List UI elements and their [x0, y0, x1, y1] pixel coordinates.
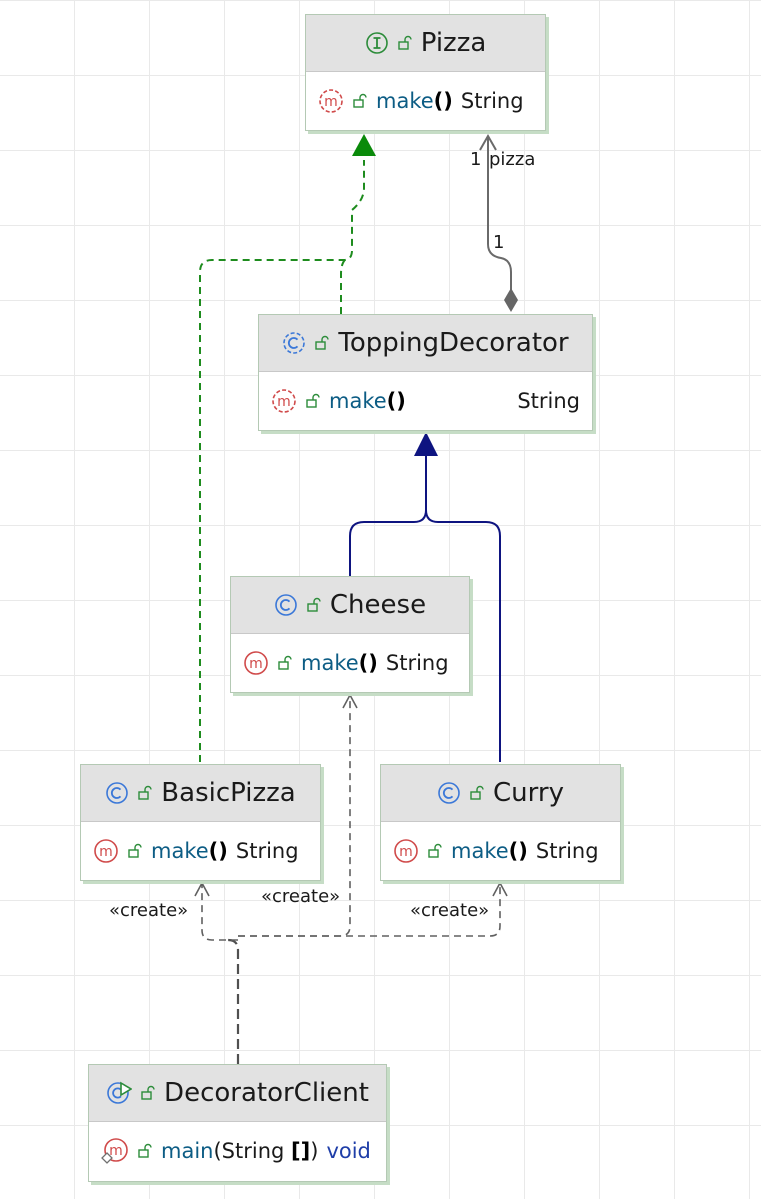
method-return-type: void [326, 1139, 371, 1163]
class-name: ToppingDecorator [338, 328, 569, 358]
method-name: main [161, 1139, 214, 1163]
method-row-make[interactable]: m make() String [259, 372, 592, 430]
class-header: ToppingDecorator [259, 315, 592, 372]
class-name: Cheese [329, 590, 427, 620]
class-box-cheese[interactable]: Cheese m make() String [230, 576, 470, 693]
method-params-open: (String [213, 1139, 292, 1163]
generalization-cheese-toppingdecorator [349, 456, 427, 576]
generalization-arrowhead [414, 432, 438, 456]
method-params-close: ) [310, 1139, 319, 1163]
dependency-arrowhead-basicpizza [194, 881, 210, 897]
public-visibility-icon [469, 785, 485, 801]
svg-text:m: m [277, 394, 291, 410]
public-visibility-icon [397, 35, 413, 51]
composition-open-arrowhead [479, 133, 497, 151]
method-return-type: String [460, 89, 524, 113]
class-header: DecoratorClient [89, 1065, 386, 1122]
realization-arrowhead [352, 134, 376, 156]
static-method-icon: m [101, 1137, 129, 1165]
class-name: Pizza [420, 28, 487, 58]
abstract-class-icon [282, 331, 306, 355]
public-visibility-icon [306, 597, 322, 613]
method-params: () [208, 839, 228, 863]
method-row-main[interactable]: m main(String []) void [89, 1122, 386, 1180]
svg-text:m: m [249, 656, 263, 672]
class-name: DecoratorClient [164, 1078, 369, 1108]
method-row-make[interactable]: m make() String [81, 822, 320, 880]
method-params: () [508, 839, 528, 863]
runnable-class-icon [106, 1080, 133, 1106]
class-header: BasicPizza [81, 765, 320, 822]
method-return-type: String [385, 651, 449, 675]
generalization-curry-toppingdecorator [425, 509, 501, 762]
composition-line [487, 136, 512, 290]
method-row-make[interactable]: m make() String [231, 634, 469, 692]
class-header: Curry [381, 765, 620, 822]
method-params-bracket: [] [291, 1139, 311, 1163]
dependency-trunk [227, 938, 240, 1064]
method-row-make[interactable]: m make() String [381, 822, 620, 880]
class-icon [274, 593, 298, 617]
method-params: () [386, 389, 406, 413]
abstract-method-icon: m [318, 88, 344, 114]
public-visibility-icon [277, 655, 293, 671]
composition-target-role: pizza [489, 149, 536, 170]
class-box-decoratorclient[interactable]: DecoratorClient m main(String []) void [88, 1064, 387, 1182]
dependency-client-curry [238, 884, 501, 937]
dependency-arrowhead-curry [492, 881, 508, 897]
dependency-client-basicpizza [201, 884, 238, 941]
public-visibility-icon [127, 843, 143, 859]
class-box-curry[interactable]: Curry m make() String [380, 764, 621, 881]
class-box-basicpizza[interactable]: BasicPizza m make() String [80, 764, 321, 881]
create-label-basicpizza: «create» [109, 900, 189, 921]
create-label-curry: «create» [410, 900, 490, 921]
public-visibility-icon [137, 785, 153, 801]
public-visibility-icon [314, 335, 330, 351]
method-icon: m [243, 650, 269, 676]
create-label-cheese: «create» [261, 886, 341, 907]
composition-diamond [504, 288, 518, 312]
method-name: make [376, 89, 434, 113]
svg-text:m: m [109, 1143, 123, 1159]
class-icon [437, 781, 461, 805]
class-header: Pizza [306, 15, 545, 72]
composition-source-multiplicity: 1 [493, 232, 505, 253]
public-visibility-icon [352, 93, 368, 109]
dependency-arrowhead-cheese [342, 693, 358, 709]
public-visibility-icon [427, 843, 443, 859]
method-params: () [433, 89, 453, 113]
method-return-type: String [235, 839, 299, 863]
method-row-make[interactable]: m make() String [306, 72, 545, 130]
method-name: make [329, 389, 387, 413]
svg-text:m: m [399, 844, 413, 860]
public-visibility-icon [137, 1143, 153, 1159]
method-name: make [451, 839, 509, 863]
class-header: Cheese [231, 577, 469, 634]
composition-target-multiplicity: 1 [470, 149, 482, 170]
method-name: make [151, 839, 209, 863]
method-return-type: String [535, 839, 599, 863]
realization-toppingdecorator-pizza [340, 257, 348, 314]
public-visibility-icon [140, 1085, 156, 1101]
abstract-method-icon: m [271, 388, 297, 414]
method-icon: m [393, 838, 419, 864]
method-icon: m [93, 838, 119, 864]
class-name: BasicPizza [161, 778, 296, 808]
class-name: Curry [493, 778, 564, 808]
svg-text:m: m [99, 844, 113, 860]
interface-icon [365, 31, 389, 55]
method-params: () [358, 651, 378, 675]
class-icon [105, 781, 129, 805]
public-visibility-icon [305, 393, 321, 409]
method-return-type: String [517, 389, 580, 413]
class-box-pizza[interactable]: Pizza m make() String [305, 14, 546, 131]
class-box-toppingdecorator[interactable]: ToppingDecorator m make() String [258, 314, 593, 431]
realization-basicpizza-pizza [199, 160, 365, 762]
svg-text:m: m [324, 94, 338, 110]
method-name: make [301, 651, 359, 675]
